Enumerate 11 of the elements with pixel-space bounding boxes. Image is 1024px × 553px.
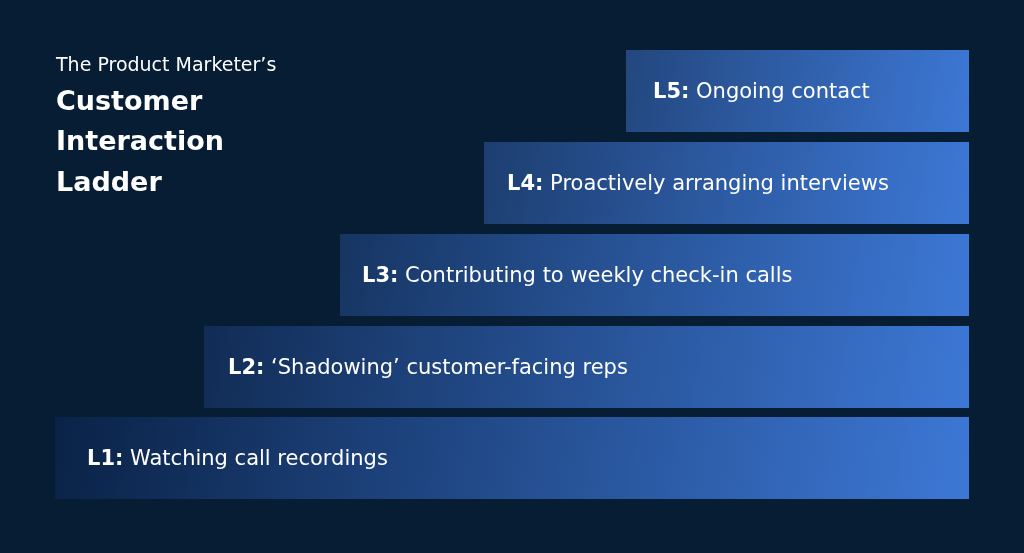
- ladder-step-bar: [55, 417, 969, 499]
- step-text: L4: Proactively arranging interviews: [507, 171, 889, 195]
- step-text: L3: Contributing to weekly check-in calls: [362, 263, 793, 287]
- ladder-step-bar: [484, 142, 969, 224]
- step-text: L2: ‘Shadowing’ customer-facing reps: [228, 355, 628, 379]
- ladder-step-bar: [626, 50, 969, 132]
- ladder-step-bar: [204, 326, 969, 408]
- title: The Product Marketer’s Customer Interaction Ladder: [56, 52, 278, 199]
- ladder-step-bar: [340, 234, 969, 316]
- step-text: L5: Ongoing contact: [653, 79, 870, 103]
- step-text: L1: Watching call recordings: [87, 446, 388, 470]
